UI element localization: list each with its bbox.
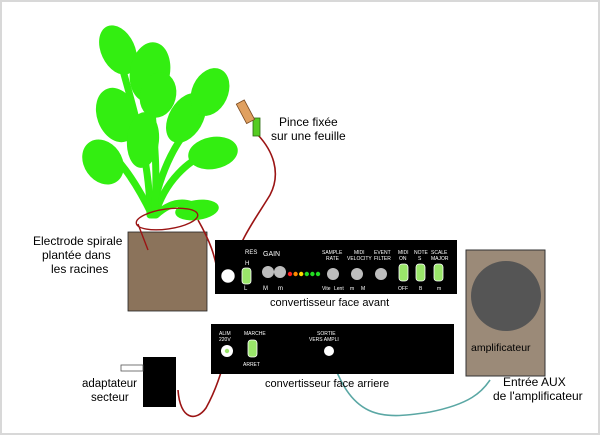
- led: [315, 271, 321, 277]
- scale-label-1: SCALE: [431, 250, 448, 256]
- electrode-label-1: Electrode spirale: [33, 234, 123, 248]
- res-switch[interactable]: [241, 267, 252, 285]
- clip-label-1: Pince fixée: [279, 115, 338, 129]
- led: [304, 271, 309, 277]
- electrode-label-3: les racines: [51, 262, 108, 276]
- sample-rate-knob[interactable]: [327, 268, 339, 280]
- event-filter-label-2: FILTER: [374, 256, 391, 262]
- spiral-electrode: [135, 207, 199, 251]
- electrode-label-2: plantée dans: [42, 248, 111, 262]
- adapter-body: [143, 357, 176, 407]
- power-switch[interactable]: [247, 339, 258, 358]
- plant: [82, 25, 238, 221]
- res-h-label: H: [245, 261, 249, 267]
- note-switch[interactable]: [415, 263, 426, 282]
- leaf: [175, 199, 219, 221]
- amplifier-label: amplificateur: [471, 342, 531, 354]
- clip-label-2: sur une feuille: [271, 129, 346, 143]
- gain-m-big-label: M: [263, 286, 268, 292]
- led: [287, 271, 293, 277]
- midi-velocity-label-1: MIDI: [354, 250, 365, 256]
- res-label: RES: [245, 250, 257, 256]
- midi-switch[interactable]: [398, 263, 409, 282]
- alim-label-2: 220V: [219, 337, 231, 343]
- led-row: [287, 271, 321, 277]
- leaf-clip: [235, 99, 261, 137]
- power-jack-pin: [224, 348, 230, 354]
- note-label-1: NOTE: [414, 250, 429, 256]
- leaf: [139, 72, 177, 118]
- event-filter-label-1: EVENT: [374, 250, 391, 256]
- aux-label-2: de l'amplificateur: [493, 389, 583, 403]
- input-jack[interactable]: [220, 268, 236, 284]
- res-l-label: L: [244, 286, 248, 292]
- scale-sub-label: m: [437, 286, 441, 292]
- adapter-label-1: adaptateur: [82, 378, 137, 390]
- power-adapter: [120, 357, 176, 407]
- leaf: [190, 68, 230, 116]
- gain-label: GAIN: [263, 251, 280, 258]
- event-filter-knob[interactable]: [375, 268, 387, 280]
- leaf: [99, 25, 137, 75]
- aux-label-1: Entrée AUX: [503, 375, 566, 389]
- sample-rate-fast-label: Vite: [322, 286, 331, 292]
- sample-rate-label-2: RATE: [326, 256, 340, 262]
- speaker-cone: [471, 261, 541, 331]
- gain-m-small-label: m: [278, 286, 283, 292]
- gain-knob-coarse[interactable]: [262, 266, 274, 278]
- leaf: [82, 139, 124, 185]
- leaf: [126, 112, 160, 168]
- alim-label-1: ALIM: [219, 331, 231, 337]
- front-panel: RES H L GAIN M m SAMPLE RATE Vite Lent M…: [215, 240, 457, 294]
- led: [299, 271, 304, 277]
- adapter-plug-pin: [120, 364, 144, 372]
- led: [310, 271, 315, 277]
- plant-pot: [127, 231, 208, 312]
- midi-on-label-2: ON: [399, 256, 407, 262]
- arret-label: ARRET: [243, 362, 260, 368]
- sample-rate-label-1: SAMPLE: [322, 250, 343, 256]
- sample-rate-slow-label: Lent: [334, 286, 344, 292]
- plant-leaves: [82, 25, 238, 221]
- front-panel-caption: convertisseur face avant: [270, 297, 389, 309]
- marche-label: MARCHE: [244, 331, 266, 337]
- midi-on-label-1: MIDI: [398, 250, 409, 256]
- rear-panel-caption: convertisseur face arriere: [265, 378, 389, 390]
- wire-rear-to-amp: [328, 349, 491, 417]
- midi-velocity-max-label: M: [361, 286, 365, 292]
- sortie-label-1: SORTIE: [317, 331, 336, 337]
- scale-label-2: MAJOR: [431, 256, 449, 262]
- leaf: [188, 136, 238, 170]
- note-label-2: S: [418, 256, 422, 262]
- note-sub-label: B: [419, 286, 423, 292]
- midi-velocity-knob[interactable]: [351, 268, 363, 280]
- output-jack[interactable]: [324, 346, 334, 356]
- sortie-label-2: VERS AMPLI: [309, 337, 339, 343]
- led: [293, 271, 298, 277]
- gain-knob-fine[interactable]: [274, 266, 286, 278]
- midi-velocity-label-2: VELOCITY: [347, 256, 372, 262]
- midi-off-label: OFF: [398, 286, 408, 292]
- amplifier: amplificateur: [465, 249, 546, 377]
- scale-switch[interactable]: [433, 263, 444, 282]
- midi-velocity-min-label: m: [350, 286, 354, 292]
- leaf: [95, 87, 139, 143]
- adapter-label-2: secteur: [91, 392, 129, 404]
- rear-panel: ALIM 220V MARCHE ARRET SORTIE VERS AMPLI: [211, 324, 454, 374]
